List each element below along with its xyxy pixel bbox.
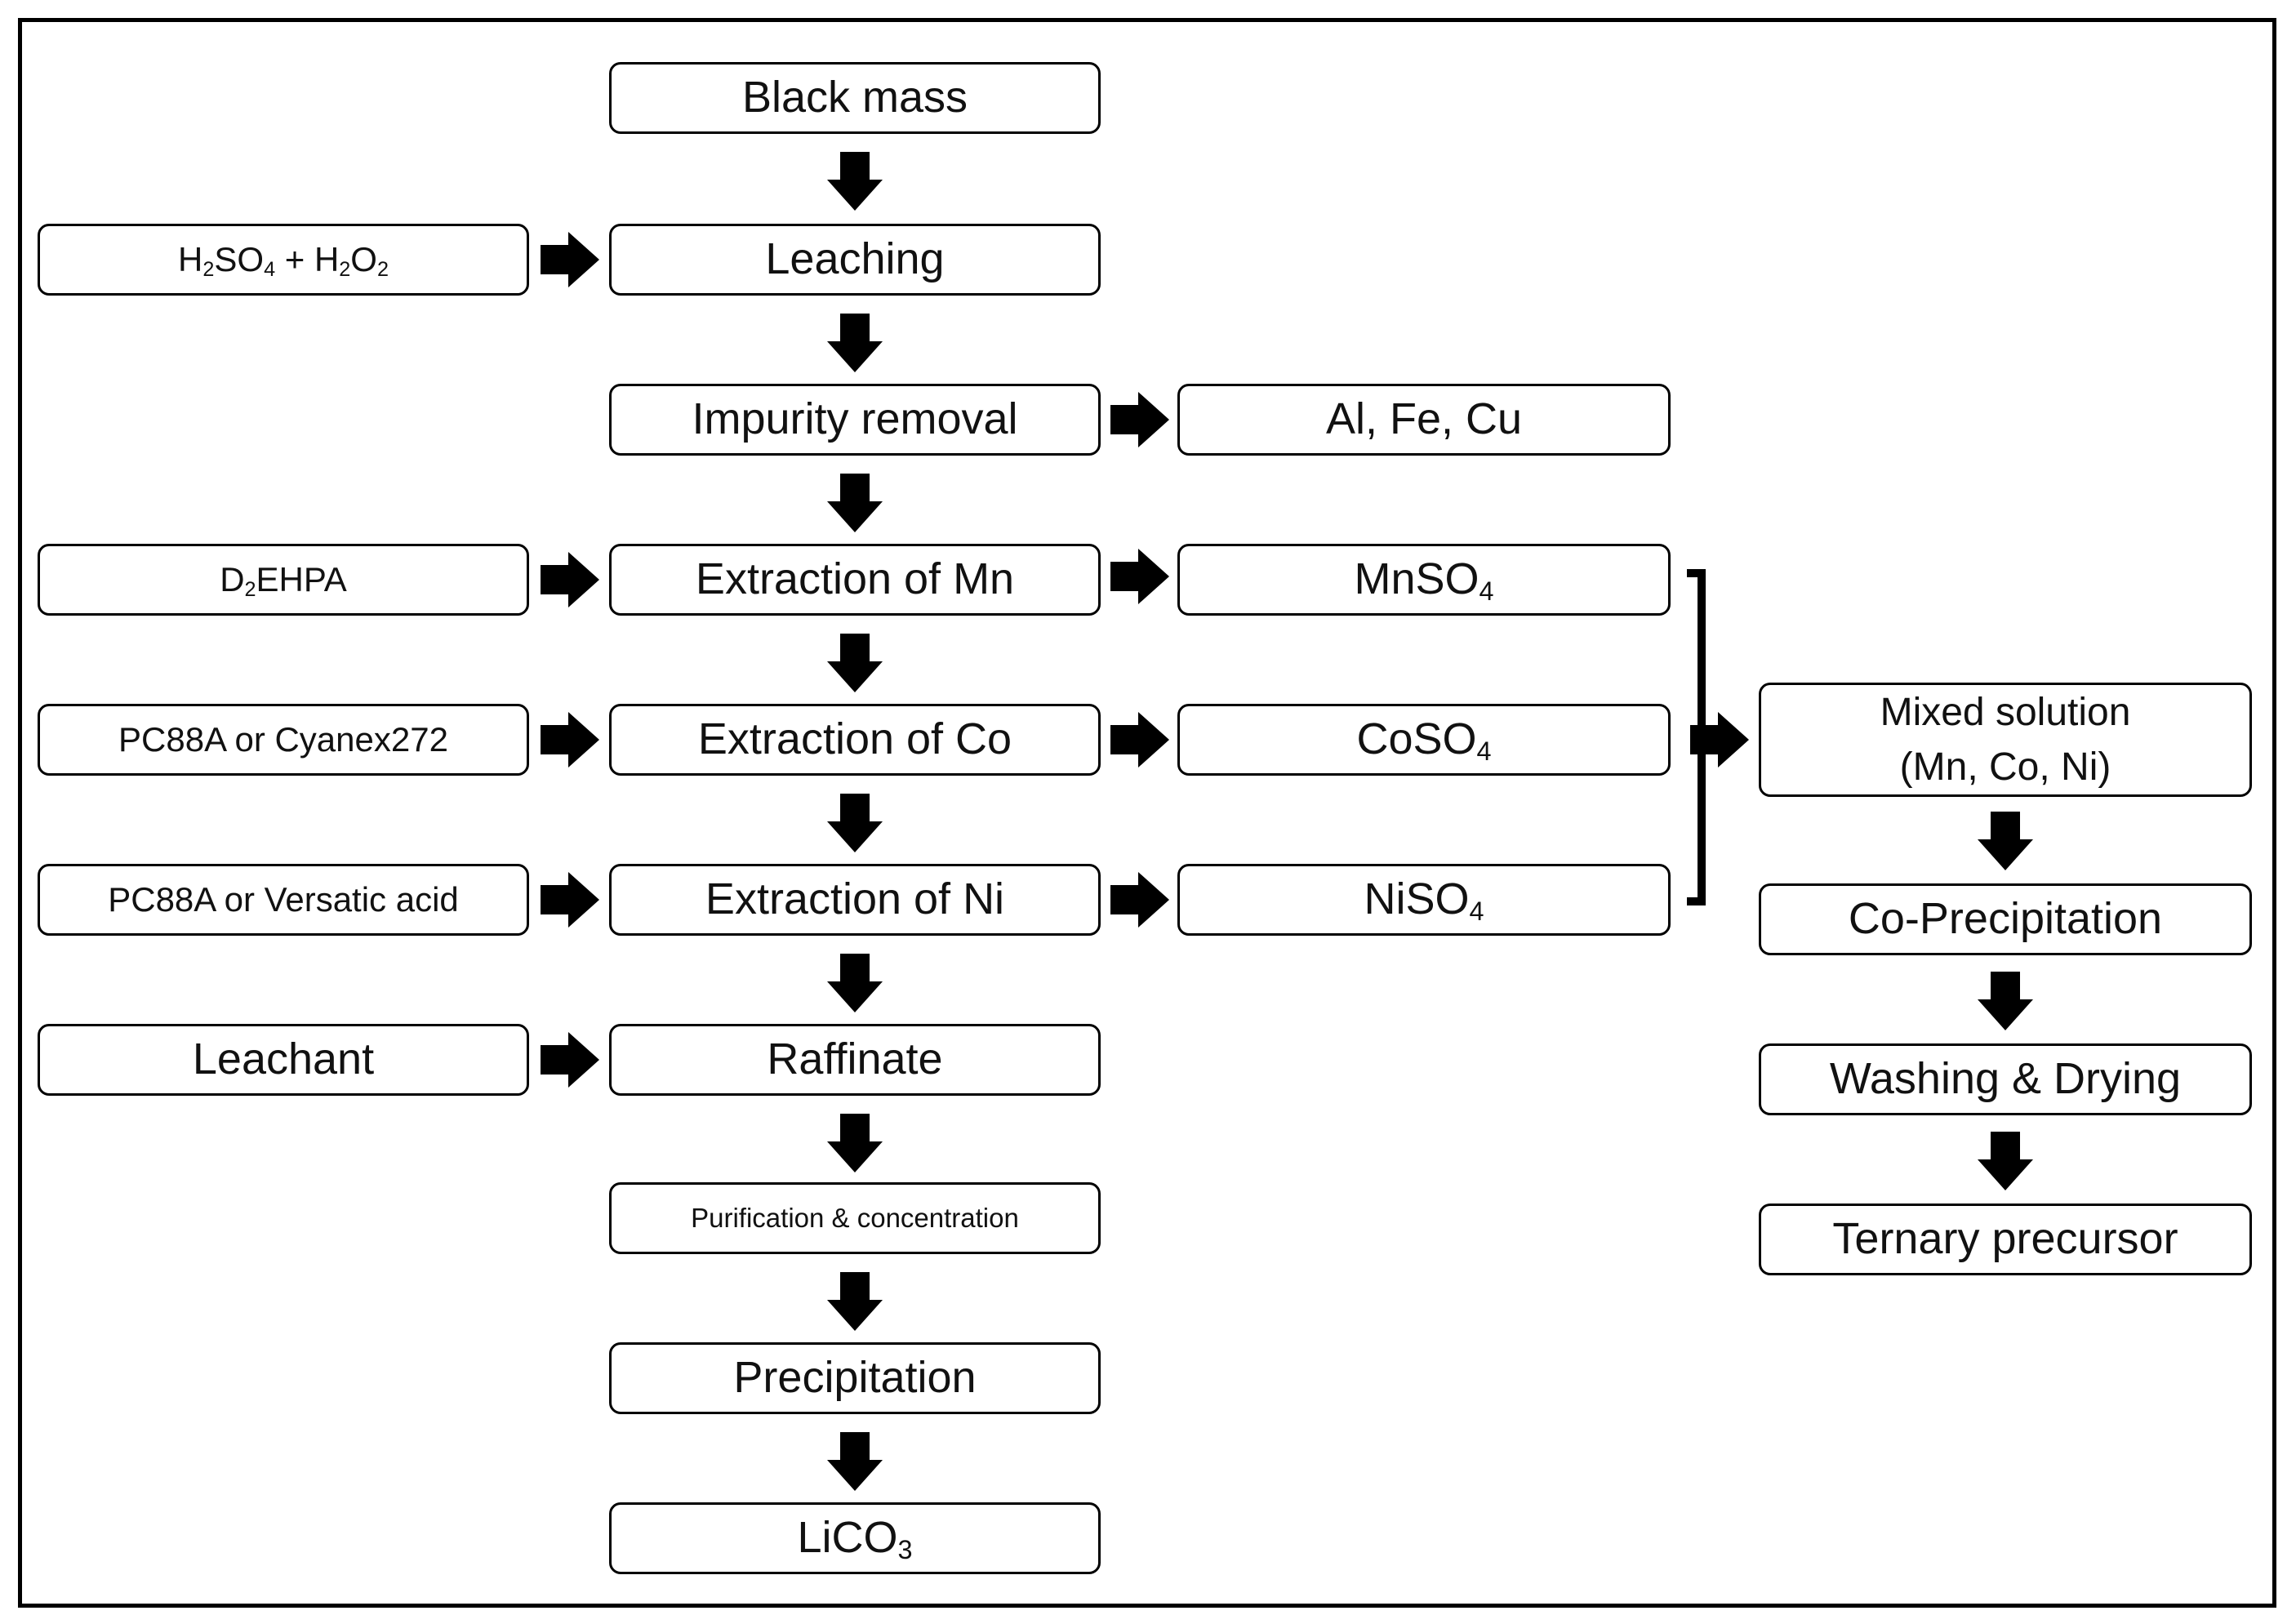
arrow-right-icon [541, 872, 599, 928]
arrow-right-icon [1110, 549, 1169, 604]
arrow-down-icon [827, 954, 883, 1012]
co-precipitation-box: Co-Precipitation [1759, 883, 2252, 955]
mnso4-box: MnSO4 [1177, 544, 1671, 616]
coso4-label: CoSO4 [1356, 714, 1492, 767]
niso4-label: NiSO4 [1364, 874, 1484, 927]
lico3-label: LiCO3 [797, 1513, 913, 1565]
ni-extractant-box: PC88A or Versatic acid [38, 864, 529, 936]
arrow-down-icon [827, 1432, 883, 1491]
arrow-right-icon [541, 712, 599, 768]
arrow-down-icon [827, 1114, 883, 1172]
arrow-right-icon [1110, 712, 1169, 768]
mnso4-label: MnSO4 [1354, 554, 1494, 607]
leach-agent-label: H2SO4 + H2O2 [178, 239, 389, 282]
arrow-down-icon [1978, 812, 2033, 870]
leach-agent-box: H2SO4 + H2O2 [38, 224, 529, 296]
niso4-box: NiSO4 [1177, 864, 1671, 936]
raffinate-box: Raffinate [609, 1024, 1101, 1096]
mixed-solution-box: Mixed solution (Mn, Co, Ni) [1759, 683, 2252, 797]
mixed-solution-line2: (Mn, Co, Ni) [1899, 745, 2111, 789]
d2ehpa-box: D2EHPA [38, 544, 529, 616]
arrow-down-icon [827, 1272, 883, 1331]
precipitation-box: Precipitation [609, 1342, 1101, 1414]
impurities-box: Al, Fe, Cu [1177, 384, 1671, 456]
arrow-down-icon [827, 314, 883, 372]
d2ehpa-label: D2EHPA [220, 559, 347, 602]
arrow-down-icon [827, 794, 883, 852]
arrow-down-icon [827, 152, 883, 211]
extraction-mn-box: Extraction of Mn [609, 544, 1101, 616]
purification-box: Purification & concentration [609, 1182, 1101, 1254]
extraction-co-box: Extraction of Co [609, 704, 1101, 776]
lico3-box: LiCO3 [609, 1502, 1101, 1574]
diagram-frame [18, 18, 2276, 1608]
arrow-right-icon [1110, 392, 1169, 447]
leachant-box: Leachant [38, 1024, 529, 1096]
leaching-box: Leaching [609, 224, 1101, 296]
arrow-right-icon [1110, 872, 1169, 928]
mixed-solution-line1: Mixed solution [1880, 690, 2131, 734]
arrow-down-icon [1978, 1132, 2033, 1190]
impurity-removal-box: Impurity removal [609, 384, 1101, 456]
washing-drying-box: Washing & Drying [1759, 1043, 2252, 1115]
arrow-down-icon [827, 474, 883, 532]
arrow-right-icon [541, 232, 599, 287]
arrow-right-icon [541, 1032, 599, 1088]
arrow-down-icon [1978, 972, 2033, 1030]
black-mass-box: Black mass [609, 62, 1101, 134]
arrow-down-icon [827, 634, 883, 692]
coso4-box: CoSO4 [1177, 704, 1671, 776]
arrow-right-icon [541, 552, 599, 607]
co-extractant-box: PC88A or Cyanex272 [38, 704, 529, 776]
extraction-ni-box: Extraction of Ni [609, 864, 1101, 936]
ternary-precursor-box: Ternary precursor [1759, 1204, 2252, 1275]
